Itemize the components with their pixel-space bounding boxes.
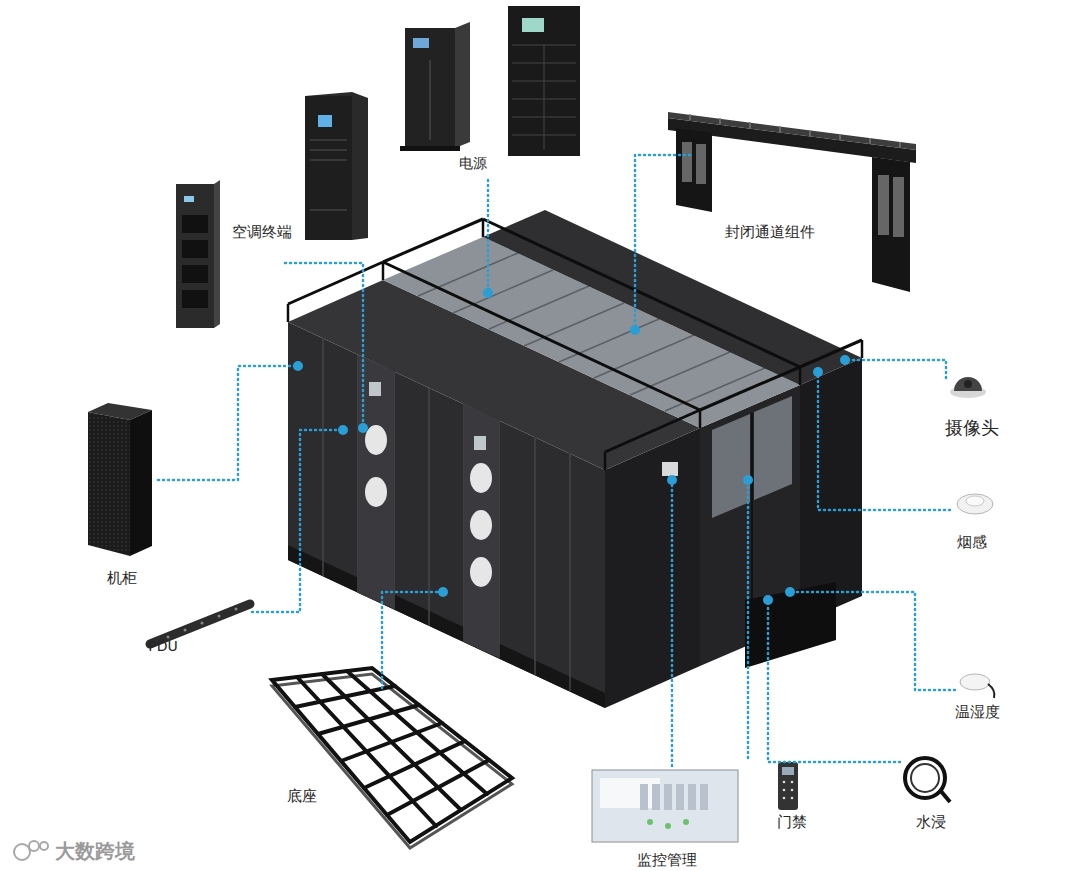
- leader-lines: [158, 155, 955, 766]
- component-label: 电源: [459, 155, 487, 172]
- devices: [592, 377, 994, 842]
- component-label: 摄像头: [945, 417, 999, 439]
- component-label: 空调终端: [232, 223, 292, 241]
- component-label: 水浸: [916, 813, 946, 831]
- component-label: 封闭通道组件: [725, 223, 815, 241]
- component-label: 烟感: [957, 533, 987, 551]
- component-label: 机柜: [107, 569, 137, 587]
- component-label: 门禁: [777, 813, 807, 831]
- component-label: 监控管理: [637, 851, 697, 869]
- leader-dots: [293, 288, 850, 605]
- aisle-frame: [668, 112, 916, 292]
- module-unit: [288, 210, 862, 708]
- component-label: 底座: [287, 787, 317, 805]
- base-frame: [272, 668, 512, 848]
- ac-units: [176, 92, 368, 328]
- watermark: 大数跨境: [55, 839, 135, 863]
- component-label: 温湿度: [955, 703, 1000, 721]
- component-label: PDU: [148, 638, 177, 655]
- cabinet-icon: [88, 403, 152, 556]
- watermark-logo: [14, 841, 48, 860]
- ups-units: [400, 6, 580, 156]
